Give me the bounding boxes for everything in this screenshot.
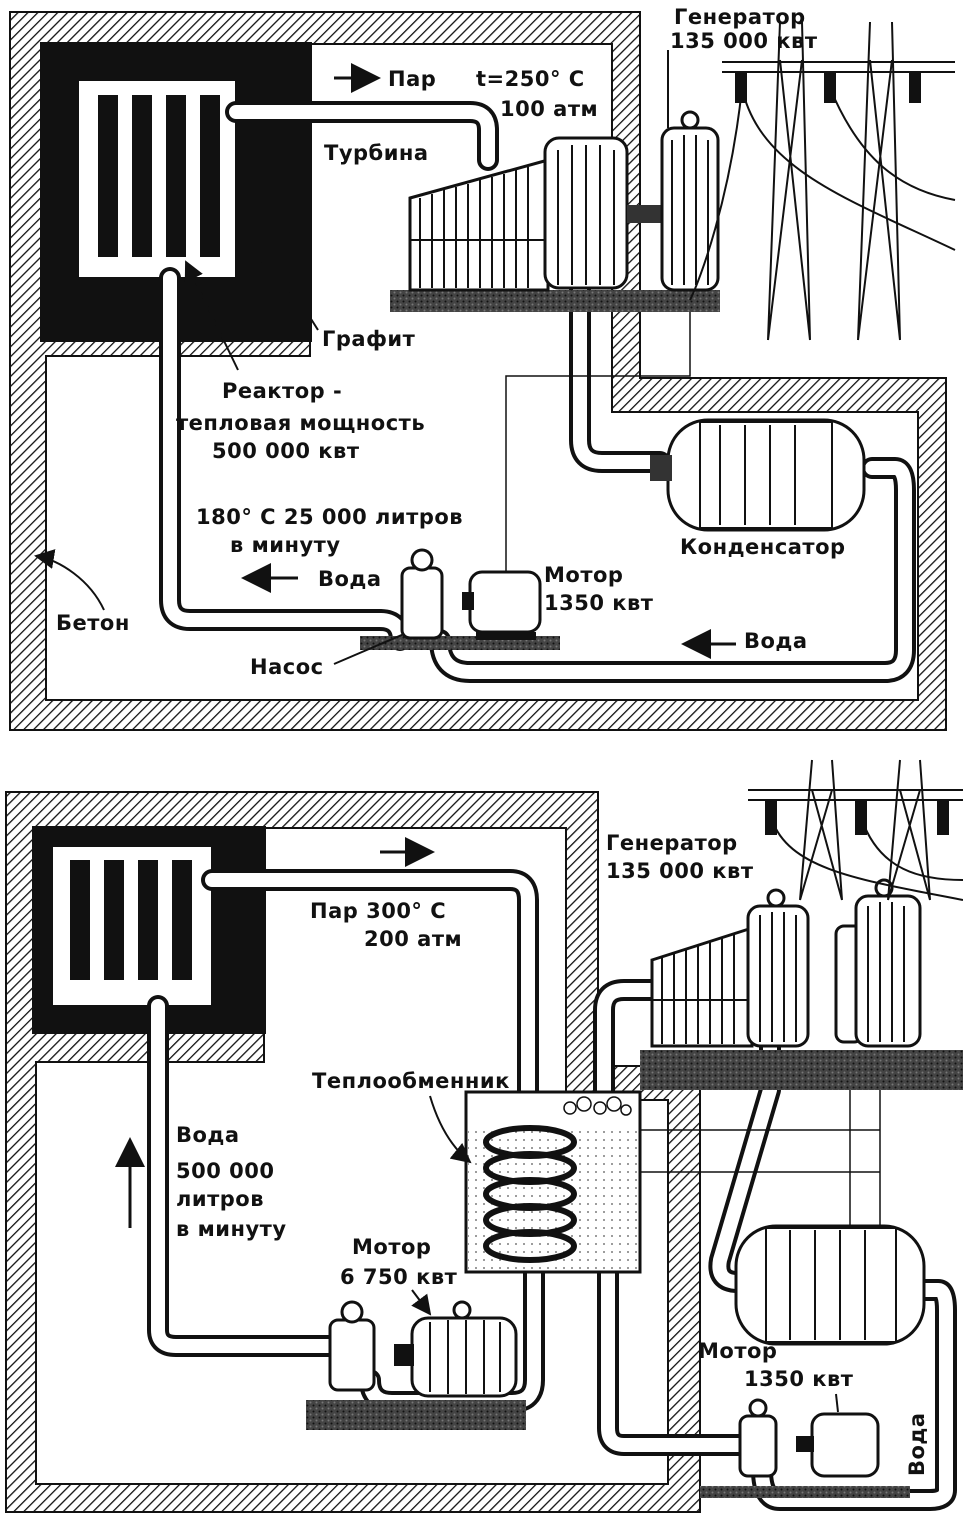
bottom-water-vertical-label: Вода — [905, 1412, 929, 1476]
bottom-generator — [834, 878, 922, 1048]
top-generator — [660, 110, 720, 292]
top-motor — [462, 570, 542, 640]
top-pump-pointer — [333, 633, 405, 665]
top-flow-label: 180° C 25 000 литров — [196, 505, 463, 529]
bottom-ground-turbine — [640, 1050, 963, 1090]
top-steam-label: Пар — [388, 67, 436, 91]
bottom-turbine — [650, 888, 810, 1048]
bottom-fuel-rod-4 — [172, 860, 192, 980]
top-reactor-power-title: тепловая мощность — [176, 411, 425, 435]
bottom-motor-big-title: Мотор — [352, 1235, 431, 1259]
bottom-water-label: Вода — [176, 1123, 240, 1147]
top-fuel-rod-3 — [166, 95, 186, 257]
top-graphite-pointer — [261, 261, 319, 331]
top-generator-power: 135 000 квт — [670, 29, 818, 53]
top-graphite-label: Графит — [322, 327, 416, 351]
bottom-fuel-rod-1 — [70, 860, 90, 980]
top-motor-power: 1350 квт — [544, 591, 654, 615]
bottom-primary-pump — [328, 1300, 376, 1392]
top-reactor-power: 500 000 квт — [212, 439, 360, 463]
top-power-tower — [689, 21, 956, 341]
bottom-generator-power: 135 000 квт — [606, 859, 754, 883]
top-pump — [400, 548, 444, 640]
top-fuel-rod-4 — [200, 95, 220, 257]
top-diagram: Пар t=250° C 100 атм Турбина Генератор 1… — [9, 5, 956, 731]
bottom-diagram: Генератор 135 000 квт Пар 300° С 200 атм… — [5, 759, 963, 1513]
bottom-wiring — [640, 1050, 881, 1230]
bottom-motor-big-power: 6 750 квт — [340, 1265, 458, 1289]
top-cooling-line — [505, 290, 691, 590]
top-reactor-title: Реактор - — [222, 379, 342, 403]
bottom-heat-exchanger-pointer — [429, 1095, 472, 1164]
top-fuel-rod-1 — [98, 95, 118, 257]
bottom-heat-exchanger — [464, 1090, 642, 1274]
top-turbine — [408, 136, 667, 292]
bottom-pressure-label: 200 атм — [364, 927, 462, 951]
top-ground — [390, 290, 720, 312]
bottom-fuel-rod-3 — [138, 860, 158, 980]
top-concrete-pointer — [34, 549, 105, 611]
bottom-secondary-pump — [738, 1398, 778, 1478]
top-pressure-label: 100 атм — [500, 97, 598, 121]
bottom-condenser — [734, 1224, 926, 1346]
bottom-heat-exchanger-label: Теплообменник — [312, 1069, 510, 1093]
top-condenser-label: Конденсатор — [680, 535, 846, 559]
bottom-flow-amount: 500 000 — [176, 1159, 274, 1183]
top-turbine-label: Турбина — [324, 141, 429, 165]
bottom-ground-motor — [306, 1400, 526, 1430]
top-water-label-left: Вода — [318, 567, 382, 591]
top-fuel-rod-2 — [132, 95, 152, 257]
bottom-flow-rate: в минуту — [176, 1217, 287, 1241]
bottom-fuel-rod-2 — [104, 860, 124, 980]
bottom-motor-big — [394, 1300, 518, 1398]
bottom-steam-label: Пар 300° С — [310, 899, 446, 923]
bottom-generator-title: Генератор — [606, 831, 738, 855]
top-generator-title: Генератор — [674, 5, 806, 29]
bottom-motor-small-title: Мотор — [698, 1339, 777, 1363]
top-temperature-label: t=250° C — [476, 67, 585, 91]
bottom-power-tower — [748, 759, 963, 901]
bottom-motor-small-pointer — [835, 1393, 839, 1413]
bottom-motor-small-power: 1350 квт — [744, 1367, 854, 1391]
top-water-label-right: Вода — [744, 629, 808, 653]
bottom-flow-unit: литров — [176, 1187, 264, 1211]
top-reactor-pointer — [184, 260, 239, 371]
top-concrete-label: Бетон — [56, 611, 130, 635]
top-motor-title: Мотор — [544, 563, 623, 587]
top-pump-label: Насос — [250, 655, 324, 679]
top-condenser — [650, 418, 866, 532]
bottom-motor-big-pointer — [411, 1289, 432, 1316]
top-flow-rate: в минуту — [230, 533, 341, 557]
bottom-motor-small — [796, 1412, 880, 1478]
